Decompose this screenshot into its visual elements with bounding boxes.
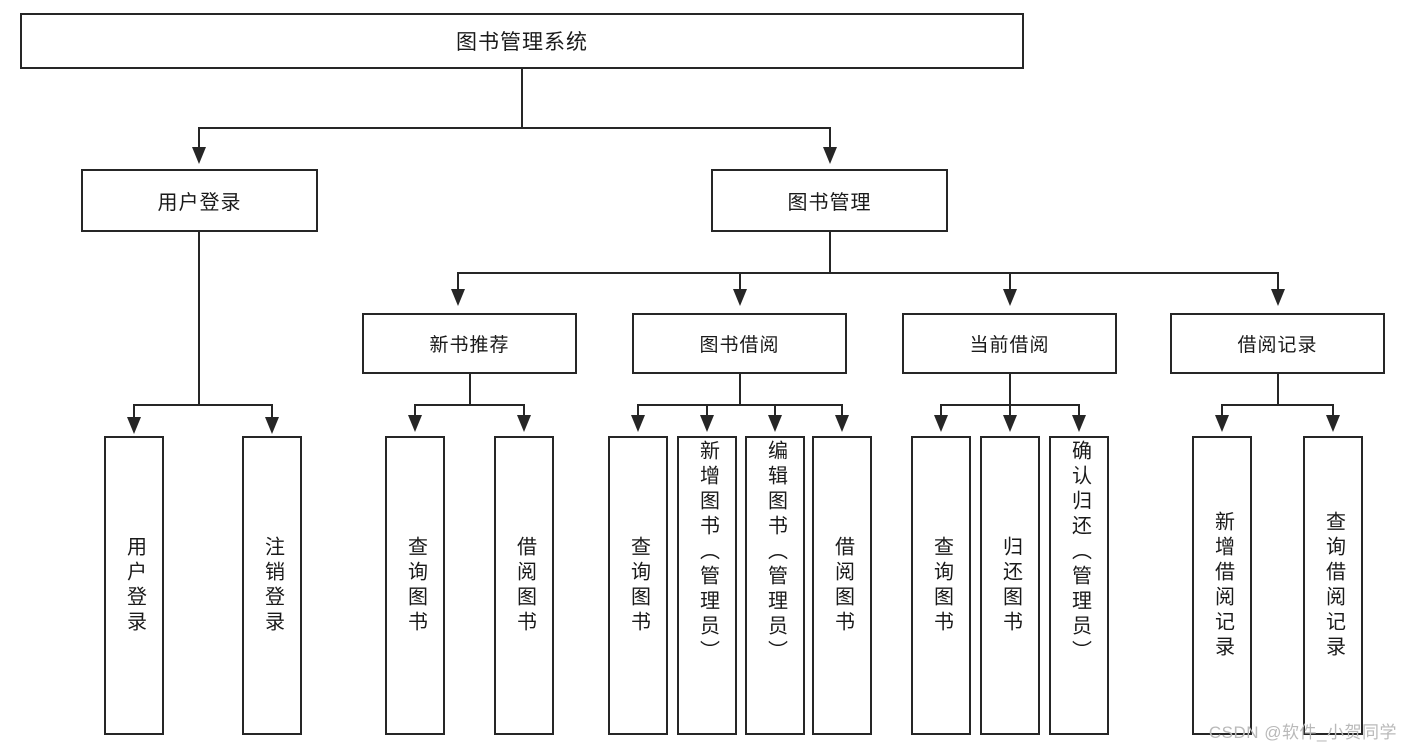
node-label: 用户登录 xyxy=(123,535,146,636)
watermark-text: CSDN @软件_小贺同学 xyxy=(1208,723,1397,742)
node-book-borrow[interactable]: 图书借阅 xyxy=(632,313,847,374)
arrowhead-leaf-logout xyxy=(265,417,279,434)
arrowhead-cb-confirm xyxy=(1072,415,1086,432)
arrowhead-bb-borrow xyxy=(835,415,849,432)
leaf-bb-borrow-book[interactable]: 借阅图书 xyxy=(812,436,872,735)
node-new-book-recommend[interactable]: 新书推荐 xyxy=(362,313,577,374)
connector-drop-new-book xyxy=(457,272,459,292)
connector-current-borrow-stem xyxy=(1009,374,1011,406)
arrowhead-book-borrow xyxy=(733,289,747,306)
arrowhead-user-login xyxy=(192,147,206,164)
arrowhead-borrow-record xyxy=(1271,289,1285,306)
node-label: 确认归还（管理员） xyxy=(1068,440,1091,665)
node-current-borrow[interactable]: 当前借阅 xyxy=(902,313,1117,374)
connector-drop-book-borrow xyxy=(739,272,741,292)
leaf-bb-add-book-admin[interactable]: 新增图书（管理员） xyxy=(677,436,737,735)
node-label: 借阅图书 xyxy=(831,535,854,636)
connector-drop-bb-borrow xyxy=(841,404,843,418)
connector-user-login-bus xyxy=(133,404,272,406)
node-label: 当前借阅 xyxy=(969,335,1050,356)
node-borrow-record[interactable]: 借阅记录 xyxy=(1170,313,1385,374)
connector-drop-current-borrow xyxy=(1009,272,1011,292)
node-label: 查询图书 xyxy=(404,535,427,636)
arrowhead-leaf-user-login xyxy=(127,417,141,434)
arrowhead-bb-query xyxy=(631,415,645,432)
connector-drop-leaf-logout xyxy=(271,404,273,420)
node-label: 用户登录 xyxy=(157,192,242,214)
node-label: 查询借阅记录 xyxy=(1322,510,1345,661)
node-label: 新书推荐 xyxy=(429,335,510,356)
connector-drop-br-query xyxy=(1332,404,1334,418)
node-label: 编辑图书（管理员） xyxy=(764,440,787,665)
connector-drop-bb-query xyxy=(637,404,639,418)
arrowhead-br-add xyxy=(1215,415,1229,432)
connector-borrow-record-bus xyxy=(1221,404,1334,406)
leaf-cb-confirm-return-admin[interactable]: 确认归还（管理员） xyxy=(1049,436,1109,735)
connector-drop-bb-add xyxy=(706,404,708,418)
node-label: 图书管理系统 xyxy=(456,31,588,54)
leaf-br-query-record[interactable]: 查询借阅记录 xyxy=(1303,436,1363,735)
arrowhead-bb-add xyxy=(700,415,714,432)
connector-drop-cb-query xyxy=(940,404,942,418)
node-label: 借阅图书 xyxy=(513,535,536,636)
connector-drop-borrow-record xyxy=(1277,272,1279,292)
leaf-nb-query-book[interactable]: 查询图书 xyxy=(385,436,445,735)
connector-book-borrow-bus xyxy=(637,404,843,406)
leaf-nb-borrow-book[interactable]: 借阅图书 xyxy=(494,436,554,735)
arrowhead-current-borrow xyxy=(1003,289,1017,306)
arrowhead-nb-borrow xyxy=(517,415,531,432)
connector-new-book-stem xyxy=(469,374,471,406)
connector-borrow-record-stem xyxy=(1277,374,1279,406)
node-label: 新增图书（管理员） xyxy=(696,440,719,665)
connector-drop-cb-return xyxy=(1009,404,1011,418)
node-user-login[interactable]: 用户登录 xyxy=(81,169,318,232)
connector-root-stem xyxy=(521,69,523,128)
node-label: 新增借阅记录 xyxy=(1211,510,1234,661)
leaf-br-add-record[interactable]: 新增借阅记录 xyxy=(1192,436,1252,735)
connector-drop-bb-edit xyxy=(774,404,776,418)
connector-drop-user-login xyxy=(198,127,200,150)
arrowhead-cb-return xyxy=(1003,415,1017,432)
node-label: 图书管理 xyxy=(787,192,872,214)
connector-drop-cb-confirm xyxy=(1078,404,1080,418)
connector-user-login-stem xyxy=(198,232,200,406)
node-label: 借阅记录 xyxy=(1237,335,1318,356)
connector-drop-nb-query xyxy=(414,404,416,418)
connector-level3-bus xyxy=(457,272,1278,274)
leaf-user-login[interactable]: 用户登录 xyxy=(104,436,164,735)
arrowhead-new-book xyxy=(451,289,465,306)
leaf-cb-query-book[interactable]: 查询图书 xyxy=(911,436,971,735)
leaf-logout[interactable]: 注销登录 xyxy=(242,436,302,735)
arrowhead-cb-query xyxy=(934,415,948,432)
connector-drop-nb-borrow xyxy=(523,404,525,418)
node-label: 查询图书 xyxy=(930,535,953,636)
leaf-bb-query-book[interactable]: 查询图书 xyxy=(608,436,668,735)
connector-book-manage-stem xyxy=(829,232,831,274)
connector-book-borrow-stem xyxy=(739,374,741,406)
node-root-system[interactable]: 图书管理系统 xyxy=(20,13,1024,69)
arrowhead-book-manage xyxy=(823,147,837,164)
arrowhead-nb-query xyxy=(408,415,422,432)
arrowhead-br-query xyxy=(1326,415,1340,432)
connector-new-book-bus xyxy=(414,404,525,406)
node-book-management[interactable]: 图书管理 xyxy=(711,169,948,232)
leaf-bb-edit-book-admin[interactable]: 编辑图书（管理员） xyxy=(745,436,805,735)
node-label: 归还图书 xyxy=(999,535,1022,636)
leaf-cb-return-book[interactable]: 归还图书 xyxy=(980,436,1040,735)
node-label: 查询图书 xyxy=(627,535,650,636)
node-label: 注销登录 xyxy=(261,535,284,636)
connector-drop-leaf-user-login xyxy=(133,404,135,420)
arrowhead-bb-edit xyxy=(768,415,782,432)
connector-drop-br-add xyxy=(1221,404,1223,418)
connector-level2-bus xyxy=(198,127,831,129)
node-label: 图书借阅 xyxy=(699,335,780,356)
connector-drop-book-manage xyxy=(829,127,831,150)
